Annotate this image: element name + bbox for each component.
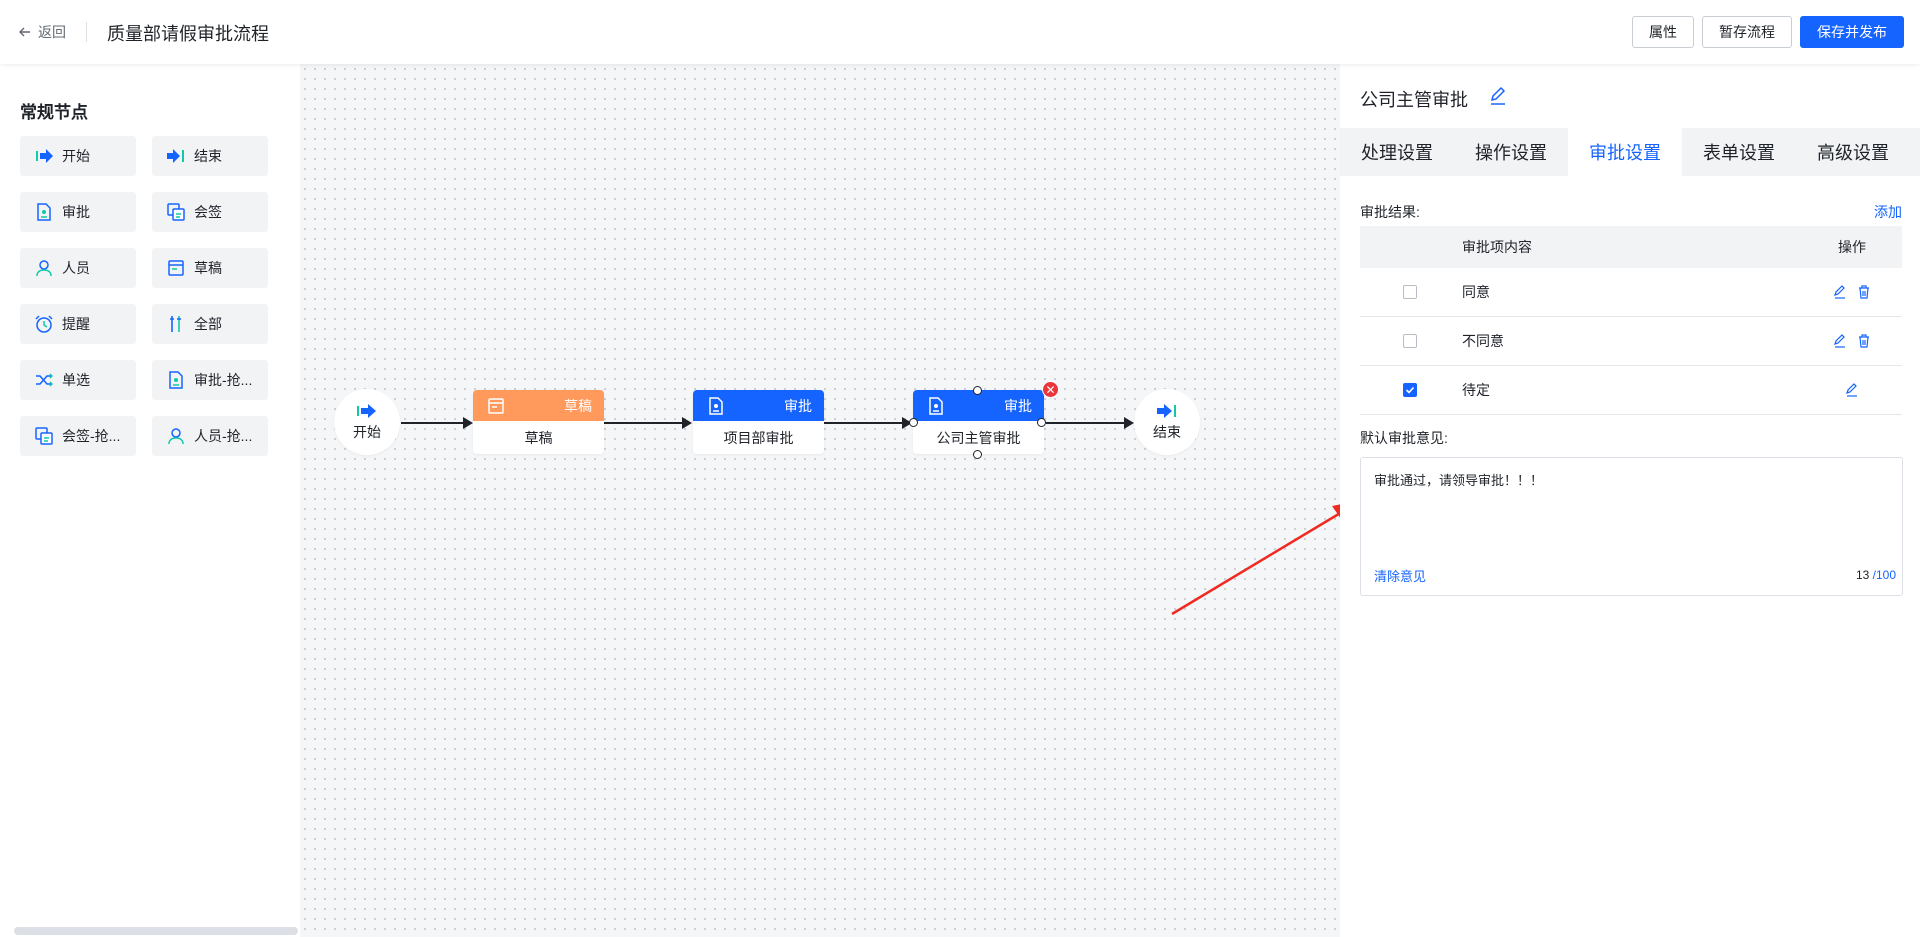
approval-doc-icon	[929, 396, 943, 415]
row-checkbox[interactable]	[1403, 285, 1417, 299]
default-opinion-label: 默认审批意见:	[1360, 430, 1448, 446]
flow-node-draft[interactable]: 草稿 草稿	[473, 390, 604, 454]
node-name: 草稿	[524, 429, 553, 446]
node-inspector: 公司主管审批 处理设置 操作设置 审批设置 表单设置 高级设置 审批结果: 添加…	[1340, 64, 1920, 937]
flow-end-node[interactable]: 结束	[1134, 389, 1200, 455]
flow-start-node[interactable]: 开始	[334, 389, 400, 455]
flow-edge[interactable]	[824, 417, 912, 429]
save-publish-button[interactable]: 保存并发布	[1800, 16, 1904, 48]
delete-icon[interactable]	[1857, 285, 1871, 299]
edit-icon[interactable]	[1833, 285, 1847, 299]
inspector-tabs: 处理设置 操作设置 审批设置 表单设置 高级设置	[1340, 128, 1920, 176]
back-button[interactable]: 返回	[18, 22, 66, 42]
draft-icon	[168, 260, 184, 276]
anchor-top[interactable]	[973, 386, 982, 395]
start-flag-icon	[36, 149, 53, 163]
approval-doc-icon	[709, 396, 723, 415]
page-title: 质量部请假审批流程	[107, 24, 269, 44]
approval-doc-icon	[37, 203, 51, 221]
anchor-bottom[interactable]	[973, 450, 982, 459]
palette-item-draft[interactable]: 草稿	[152, 248, 268, 288]
palette-item-approval-grab[interactable]: 审批-抢...	[152, 360, 268, 400]
start-flag-icon	[357, 404, 376, 418]
save-draft-button[interactable]: 暂存流程	[1702, 16, 1792, 48]
tab-process-settings[interactable]: 处理设置	[1361, 143, 1433, 163]
node-header: 审批	[913, 390, 1044, 421]
column-header-action: 操作	[1838, 239, 1866, 255]
clear-opinion-button[interactable]: 清除意见	[1374, 569, 1427, 584]
end-flag-icon	[167, 149, 184, 163]
delete-node-icon[interactable]: ✕	[1042, 381, 1059, 398]
char-counter: 13 /100	[1855, 568, 1896, 582]
tab-advanced-settings[interactable]: 高级设置	[1817, 143, 1889, 163]
countersign-icon	[167, 203, 185, 221]
flow-edge[interactable]	[604, 417, 692, 429]
add-result-button[interactable]: 添加	[1874, 204, 1902, 220]
inspector-title: 公司主管审批	[1360, 90, 1468, 110]
table-row: 同意	[1360, 268, 1902, 317]
flow-canvas[interactable]: 开始 草稿 草稿 审批 项目部审批 审批 公司主管审批 ✕ 结束	[300, 64, 1340, 937]
top-bar: 返回 质量部请假审批流程 属性 暂存流程 保存并发布	[0, 0, 1920, 64]
palette-item-end[interactable]: 结束	[152, 136, 268, 176]
default-opinion-textarea[interactable]: 审批通过，请领导审批！！！ 清除意见 13 /100	[1360, 457, 1903, 596]
edit-icon[interactable]	[1833, 334, 1847, 348]
palette-item-countersign[interactable]: 会签	[152, 192, 268, 232]
node-palette: 常规节点 开始 结束 审批 会签 人员 草稿 提醒 全部 单选 审批-抢...	[0, 64, 300, 937]
end-flag-icon	[1157, 404, 1176, 418]
node-header: 草稿	[473, 390, 604, 421]
flow-node-project-approval[interactable]: 审批 项目部审批	[693, 390, 824, 454]
flow-edge[interactable]	[401, 417, 473, 429]
horizontal-scrollbar[interactable]	[14, 927, 298, 935]
draft-icon	[488, 397, 504, 414]
row-checkbox-checked[interactable]	[1403, 383, 1417, 397]
anchor-right[interactable]	[1037, 418, 1046, 427]
checkmark-icon	[1405, 386, 1415, 394]
divider	[86, 22, 87, 42]
table-row: 待定	[1360, 366, 1902, 415]
tab-approval-settings[interactable]: 审批设置	[1568, 128, 1682, 176]
table-row: 不同意	[1360, 317, 1902, 366]
row-checkbox[interactable]	[1403, 334, 1417, 348]
person-icon	[36, 260, 52, 277]
tab-operation-settings[interactable]: 操作设置	[1475, 143, 1547, 163]
person-grab-icon	[168, 428, 184, 445]
palette-item-approval[interactable]: 审批	[20, 192, 136, 232]
palette-item-single-choice[interactable]: 单选	[20, 360, 136, 400]
row-label: 待定	[1462, 382, 1490, 398]
tab-form-settings[interactable]: 表单设置	[1703, 143, 1775, 163]
alarm-clock-icon	[35, 315, 53, 333]
delete-icon[interactable]	[1857, 334, 1871, 348]
approval-grab-icon	[169, 371, 183, 389]
shuffle-icon	[36, 373, 53, 387]
row-label: 不同意	[1462, 333, 1504, 349]
countersign-grab-icon	[35, 427, 53, 445]
row-label: 同意	[1462, 284, 1490, 300]
node-name: 项目部审批	[723, 429, 794, 446]
opinion-text: 审批通过，请领导审批！！！	[1374, 473, 1544, 488]
back-label: 返回	[38, 24, 66, 40]
palette-item-reminder[interactable]: 提醒	[20, 304, 136, 344]
properties-button[interactable]: 属性	[1632, 16, 1694, 48]
flow-node-manager-approval[interactable]: 审批 公司主管审批	[913, 390, 1044, 454]
table-header: 审批项内容 操作	[1360, 226, 1902, 268]
flow-edge[interactable]	[1046, 417, 1134, 429]
column-header-content: 审批项内容	[1462, 239, 1532, 255]
palette-item-all[interactable]: 全部	[152, 304, 268, 344]
edit-title-icon[interactable]	[1488, 86, 1508, 106]
approval-result-table: 审批项内容 操作 同意 不同意 待定	[1360, 226, 1902, 415]
node-name: 公司主管审批	[936, 429, 1021, 446]
palette-title: 常规节点	[20, 103, 88, 122]
edit-icon[interactable]	[1845, 383, 1859, 397]
approval-result-label: 审批结果:	[1360, 204, 1420, 220]
anchor-left[interactable]	[909, 418, 918, 427]
node-header: 审批	[693, 390, 824, 421]
palette-item-person[interactable]: 人员	[20, 248, 136, 288]
palette-item-countersign-grab[interactable]: 会签-抢...	[20, 416, 136, 456]
palette-item-person-grab[interactable]: 人员-抢...	[152, 416, 268, 456]
palette-item-start[interactable]: 开始	[20, 136, 136, 176]
arrow-left-icon	[19, 27, 30, 37]
all-icon	[170, 316, 181, 332]
